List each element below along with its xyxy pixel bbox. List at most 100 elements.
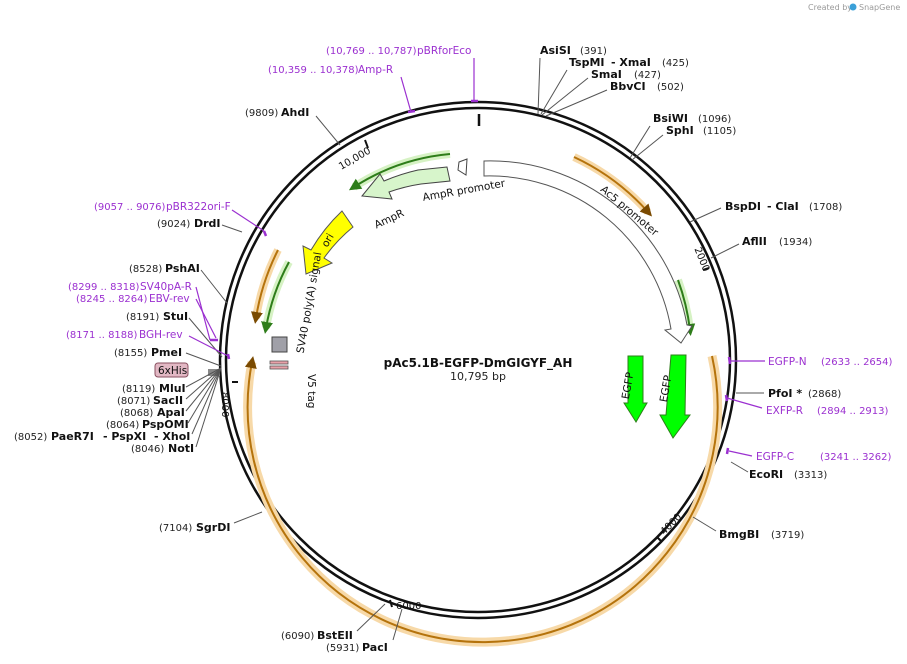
site-bbvci[interactable]: BbvCI	[610, 80, 646, 93]
primer-pbrforeco[interactable]: pBRforEco	[417, 45, 471, 57]
orf-arc-highlight	[243, 355, 723, 647]
his-tag-badge[interactable]	[154, 362, 189, 378]
site-bspdi-pos: (1708)	[809, 202, 842, 213]
site-paer7i-pspxi[interactable]: - PspXI	[103, 430, 146, 443]
primer-egfpn[interactable]: EGFP-N	[768, 356, 807, 368]
site-bsiwi-pos: (1096)	[698, 114, 731, 125]
leader-ecori	[730, 461, 749, 473]
site-smai[interactable]: SmaI	[591, 68, 622, 81]
sv40-polya-label: SV40 poly(A) signal	[295, 251, 325, 354]
primer-sv40pa-pos: (8299 .. 8318)	[68, 282, 140, 293]
primer-ampr[interactable]: Amp-R	[358, 64, 393, 76]
site-ecori[interactable]: EcoRI	[749, 468, 783, 481]
site-bspdi[interactable]: BspDI	[725, 200, 761, 213]
tick-10000	[364, 139, 369, 149]
site-aflii[interactable]: AflII	[742, 235, 767, 248]
egfp-label-1: EGFP	[620, 371, 637, 400]
site-sphi-pos: (1105)	[703, 126, 736, 137]
primer-ebvrev[interactable]: EBV-rev	[149, 293, 190, 305]
tick-2000	[702, 267, 710, 271]
site-pspomi-pos: (8064)	[106, 420, 139, 431]
bghrev-mark	[226, 353, 231, 360]
site-bsiwi[interactable]: BsiWI	[653, 112, 688, 125]
leader-smai	[541, 77, 589, 116]
leader-bspdi	[689, 207, 722, 223]
site-smai-pos: (427)	[634, 70, 661, 81]
leader-tspmi	[540, 69, 568, 115]
primer-sv40pa[interactable]: SV40pA-R	[140, 281, 192, 293]
leader-ebvrev	[195, 298, 217, 339]
site-pshai[interactable]: PshAI	[165, 262, 200, 275]
leader-sgrdi	[233, 511, 263, 524]
watermark-brand: SnapGene	[859, 3, 900, 12]
site-sphi[interactable]: SphI	[666, 124, 694, 137]
primer-ebvrev-pos: (8245 .. 8264)	[76, 294, 148, 305]
ampr-feature[interactable]	[361, 166, 451, 200]
site-pmei[interactable]: PmeI	[151, 346, 182, 359]
site-apai-pos: (8068)	[120, 408, 153, 419]
site-bspdi-clai[interactable]: - ClaI	[767, 200, 799, 213]
primer-bghrev[interactable]: BGH-rev	[139, 329, 183, 341]
primer-bghrev-pos: (8171 .. 8188)	[66, 330, 138, 341]
site-tspmi[interactable]: TspMI	[569, 56, 605, 69]
leader-aflii	[710, 243, 740, 259]
v5-tag-feature[interactable]	[269, 360, 289, 365]
watermark-text: Created by	[808, 3, 852, 12]
leader-bbvci	[545, 89, 608, 117]
plasmid-length: 10,795 bp	[450, 370, 506, 383]
site-mlui[interactable]: MluI	[159, 382, 186, 395]
snapgene-watermark: Created by SnapGene	[808, 3, 900, 12]
ac5-promoter-feature[interactable]	[483, 160, 693, 344]
site-pfoi-pos: (2868)	[808, 389, 841, 400]
v5-tag-feature-2[interactable]	[269, 365, 289, 370]
site-stui[interactable]: StuI	[163, 310, 188, 323]
orf-arc-top	[573, 156, 652, 217]
snapgene-logo-icon	[849, 3, 857, 11]
leader-bmgbi	[692, 516, 717, 532]
site-pspomi[interactable]: PspOMI	[142, 418, 189, 431]
site-sacii[interactable]: SacII	[153, 394, 183, 407]
site-paci-pos: (5931)	[326, 643, 359, 654]
site-ecori-pos: (3313)	[794, 470, 827, 481]
site-paer7i-xhoi[interactable]: - XhoI	[154, 430, 190, 443]
site-paci[interactable]: PacI	[362, 641, 388, 654]
egfp-feature-1[interactable]	[623, 355, 648, 423]
his-tag-label: 6xHis	[158, 365, 187, 377]
tick-label-2000: 2000	[691, 246, 711, 274]
site-sgrdi[interactable]: SgrDI	[196, 521, 230, 534]
egfp-feature-2[interactable]	[659, 354, 691, 439]
orf-arc-left-green	[261, 261, 290, 334]
pbr322ori-mark	[262, 230, 268, 237]
ori-feature[interactable]	[302, 210, 354, 275]
site-bmgbi[interactable]: BmgBI	[719, 528, 759, 541]
primer-egfpn-pos: (2633 .. 2654)	[821, 357, 893, 368]
primer-egfpc[interactable]: EGFP-C	[756, 451, 794, 463]
primer-pbrforeco-pos: (10,769 .. 10,787)	[326, 46, 417, 57]
ampr-promoter-feature[interactable]	[457, 158, 468, 176]
primer-exfpr-pos: (2894 .. 2913)	[817, 406, 889, 417]
site-drdi[interactable]: DrdI	[194, 217, 221, 230]
site-asisi[interactable]: AsiSI	[540, 44, 571, 57]
site-paer7i[interactable]: PaeR7I	[51, 430, 94, 443]
tick-label-6000: 6000	[396, 601, 421, 612]
primer-exfpr[interactable]: EXFP-R	[766, 405, 803, 417]
site-stui-pos: (8191)	[126, 312, 159, 323]
primer-pbr322ori[interactable]: pBR322ori-F	[166, 201, 231, 213]
site-tspmi-xmai[interactable]: - XmaI	[611, 56, 651, 69]
site-noti[interactable]: NotI	[168, 442, 194, 455]
site-bsteii[interactable]: BstEII	[317, 629, 353, 642]
leader-bsteii	[356, 603, 386, 632]
egfpc-mark	[725, 447, 730, 455]
site-pfoi[interactable]: PfoI *	[768, 387, 802, 400]
primer-pbr322ori-pos: (9057 .. 9076)	[94, 202, 166, 213]
site-ahdi[interactable]: AhdI	[281, 106, 309, 119]
primer-ampr-pos: (10,359 .. 10,378)	[268, 65, 359, 76]
mcs-leaders	[185, 115, 341, 448]
v5-tag-label: V5 tag	[305, 374, 317, 408]
ampr-orf-arc	[348, 153, 451, 191]
site-apai[interactable]: ApaI	[157, 406, 185, 419]
site-sacii-pos: (8071)	[117, 396, 150, 407]
sv40-polya-feature[interactable]	[271, 336, 288, 353]
site-noti-pos: (8046)	[131, 444, 164, 455]
